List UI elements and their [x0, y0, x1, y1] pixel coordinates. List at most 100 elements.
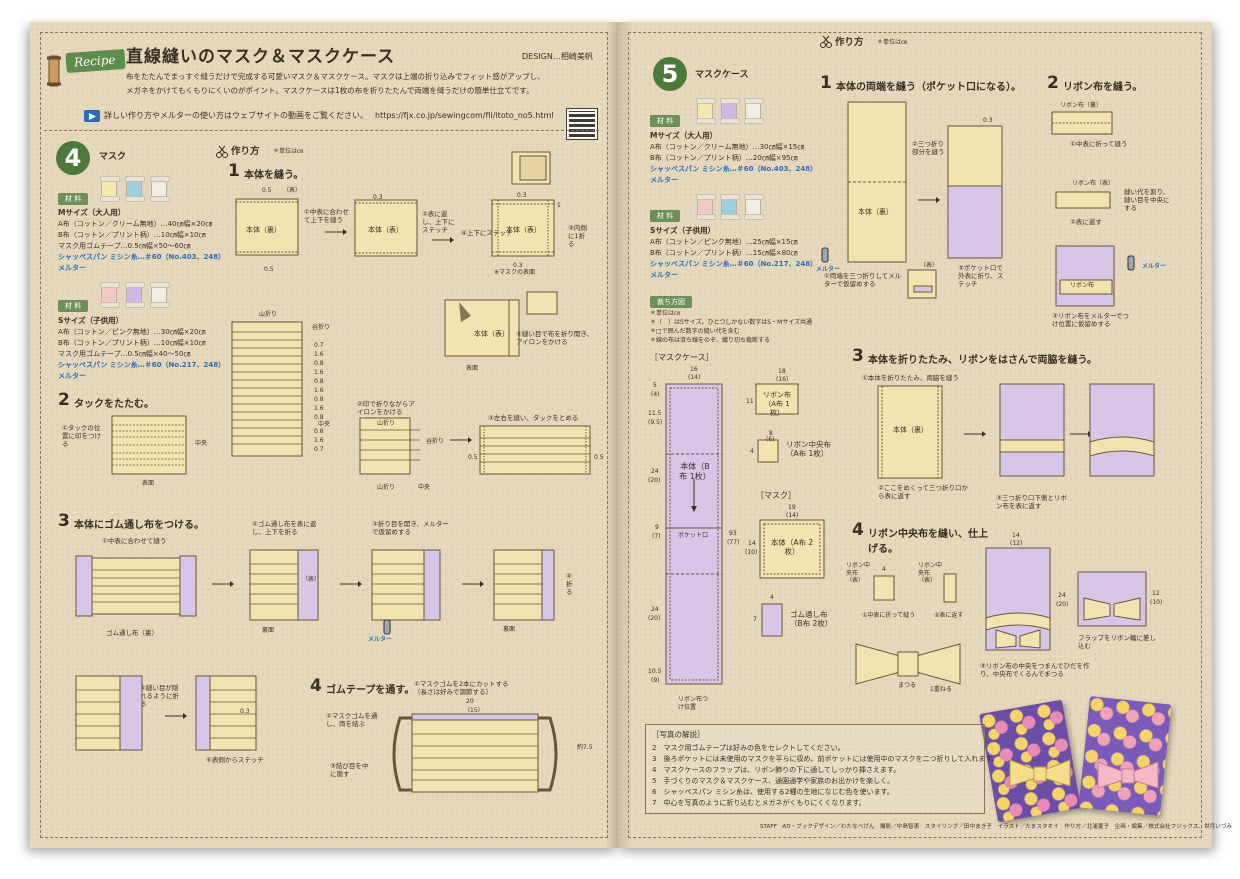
- materials-label: 材 料: [650, 210, 681, 222]
- step-number: 1: [228, 161, 240, 181]
- photo-notes-title: ［写真の解説］: [652, 730, 705, 739]
- sleeve-fold-detail-diagram: [117, 675, 143, 751]
- thread-spool-white: [744, 194, 764, 220]
- measure-label: 0.8: [314, 396, 324, 403]
- dimension-label: (6): [766, 436, 775, 443]
- instruction-text: ③折り目を開き、メルターで仮留めする: [372, 520, 449, 537]
- cutting-note: ＊線の布は済ち線をのぞ、織り切ち裁断する: [650, 337, 771, 344]
- sleeve-folded-diagram: [493, 549, 555, 621]
- recipe-badge: Recipe: [65, 48, 127, 74]
- s-size-item: メルター: [58, 372, 86, 380]
- center-label: 中央: [318, 421, 331, 428]
- diagram-label: ゴム通し布（裏）: [106, 629, 158, 637]
- header-divider: [44, 130, 599, 131]
- video-note: 詳しい作り方やメルターの使い方はウェブサイトの動画をご覧ください。: [104, 111, 368, 120]
- thread-spool-white: [150, 176, 170, 202]
- pattern-label: 本体（A布 2枚）: [770, 538, 814, 557]
- thread-spool-cream: [696, 98, 716, 124]
- step-title: リボン中央布を縫い、仕上げる。: [868, 529, 988, 555]
- dimension-label: 20: [466, 698, 474, 705]
- step-title: ゴムテープを通す。: [326, 685, 415, 696]
- m-size-item: シャッペスパン ミシン糸…＃60（No.403、248）: [650, 165, 818, 173]
- cutting-label: 裁ち方図: [650, 296, 692, 308]
- qr-code[interactable]: [566, 108, 598, 140]
- ribbon-back-diagram: [1051, 111, 1113, 135]
- dimension-label: (20): [648, 615, 661, 622]
- instruction-text: フラップをリボン輪に差し込む: [1078, 634, 1156, 651]
- thread-spool-white: [150, 282, 170, 308]
- case-body-stitched-diagram: [947, 125, 1003, 259]
- measure-label: 0.8: [314, 378, 324, 385]
- photo-note-line: 2 マスク用ゴムテープは好みの色をセレクトしてください。: [652, 744, 845, 752]
- dimension-label: 0.5: [264, 266, 274, 273]
- diagram-label: 本体（表）: [368, 226, 403, 234]
- measure-label: 1.6: [314, 351, 324, 358]
- case-body-back-diagram: [847, 101, 907, 263]
- photo-note-line: 3 後ろポケットには未使用のマスクを平らに収め、前ポケットには使用中のマスクを二…: [652, 755, 999, 763]
- dimension-label: 10.5: [648, 668, 662, 675]
- s-size-item: A布（コットン／ピンク無地）…25㎝幅×15㎝: [650, 238, 798, 246]
- measure-label: 0.8: [314, 428, 324, 435]
- dimension-label: 0.5: [468, 454, 478, 461]
- instruction-text: ③内側に1折る: [568, 224, 587, 249]
- intro-text-line2: メガネをかけてもくもりにくいのがポイント。マスクケースは1枚の布を折りたたんで両…: [126, 86, 534, 95]
- instruction-text: ①マスクゴムを2本にカットする（長さは好みで調節する）: [414, 680, 509, 697]
- step-number: 2: [58, 390, 70, 410]
- dimension-label: 14: [748, 540, 756, 547]
- instruction-text: ②表に返す: [934, 612, 964, 619]
- pattern-label: リボン布つけ位置: [678, 696, 709, 711]
- case-body-pattern: [665, 383, 723, 685]
- bow-pink: [1097, 761, 1159, 789]
- case-closed-diagram: [1077, 571, 1147, 627]
- melter-label: メルター: [816, 266, 841, 273]
- s-size-item: シャッペスパン ミシン糸…＃60（No.217、248）: [650, 260, 818, 268]
- mask-body-pattern: [759, 519, 825, 579]
- pattern-label: ゴム通し布（B布 2枚）: [790, 610, 833, 629]
- s-size-item: マスク用ゴムテープ…0.5㎝幅×40〜50㎝: [58, 350, 191, 358]
- step-number: 3: [852, 346, 864, 366]
- dimension-label: 約7.5: [577, 744, 593, 751]
- diagram-label: 本体（裏）: [893, 426, 928, 434]
- instruction-text: ②表に返す: [1070, 218, 1102, 226]
- dimension-label: 11: [746, 398, 754, 405]
- left-page-frame: [40, 32, 608, 838]
- mask-case-photo-pink: [1078, 696, 1172, 816]
- diagram-label: 本体（表）: [506, 226, 541, 234]
- step-number: 4: [310, 676, 322, 696]
- fold-label: 山折り: [377, 420, 396, 427]
- thread-spool-pink: [696, 194, 716, 220]
- instruction-text: ⑤縫い目で布を折り開き、アイロンをかける: [516, 330, 593, 347]
- dimension-label: (9): [651, 677, 660, 684]
- video-url-link[interactable]: https://fjx.co.jp/sewingcom/fil/itoto_no…: [375, 111, 554, 120]
- step-title: 本体の両端を縫う（ポケット口になる）。: [836, 82, 1021, 93]
- mask-folded-diagram: [491, 199, 555, 257]
- ribbon-center-back-diagram: [873, 575, 895, 601]
- measure-label: 0.7: [314, 342, 324, 349]
- instruction-text: ④上下にステッチ: [461, 229, 513, 237]
- center-label: 中央: [195, 440, 208, 447]
- thread-spool-cream: [100, 176, 120, 202]
- photo-note-line: 5 手づくりのマスク＆マスクケース、通園通学や家族のお出かけを楽しく。: [652, 777, 895, 785]
- howto-title: 作り方: [835, 37, 864, 48]
- arrow-icon: [1070, 431, 1092, 437]
- instruction-text: ②マスクゴムを通し、両を結ぶ: [326, 712, 378, 729]
- cutting-note: ＊単位は㎝: [650, 310, 681, 317]
- case-finished-side-diagram: [1089, 383, 1155, 477]
- melter-pen-icon: [1127, 255, 1135, 271]
- photo-note-line: 7 中心を写真のように折り込むとメガネがくもりにくくなります。: [652, 799, 866, 807]
- instruction-text: ①中表に折って縫う: [862, 612, 916, 619]
- dimension-label: 0.3: [517, 192, 527, 199]
- diagram-label: リボン布（裏）: [1060, 102, 1103, 109]
- step-title: リボン布を縫う。: [1063, 82, 1143, 93]
- tuck-marked-diagram: [111, 415, 187, 475]
- fold-detail-diagram: [511, 151, 551, 185]
- step-title: 本体にゴム通し布をつける。: [74, 520, 204, 531]
- dimension-label: 0.5: [594, 454, 604, 461]
- dimension-label: 4: [882, 566, 886, 573]
- diagram-label: まつる: [898, 682, 917, 689]
- diagram-label: 本体（裏）: [858, 208, 893, 216]
- instruction-text: ③リボン布をメルターでつけ位置に仮留めする: [1052, 312, 1129, 329]
- unit-note: ＊単位は㎝: [877, 39, 908, 46]
- tuck-folding-diagram: [359, 417, 420, 475]
- ribbon-cloth-pattern: [755, 383, 799, 415]
